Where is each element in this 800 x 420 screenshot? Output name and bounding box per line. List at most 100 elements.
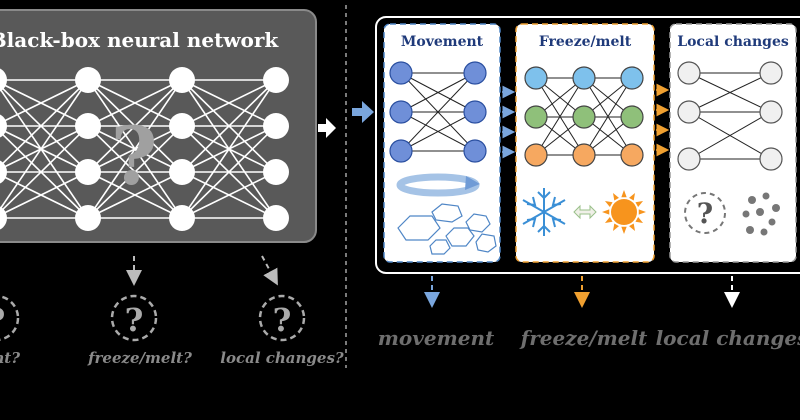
sun-icon [602,190,646,234]
blackbox-edge [0,125,89,214]
module-edge [688,111,772,160]
blackbox-edge [0,171,89,216]
local-question-circle [684,192,726,234]
left-to-right-arrow [318,118,336,138]
module-neuron [759,147,783,171]
blackbox-neuron [75,159,101,185]
module-movement-title: Movement [401,34,484,50]
final-label-movement: movement [378,326,495,350]
double-arrow-icon [573,204,597,220]
module-freeze-title: Freeze/melt [539,34,632,50]
blackbox-neuron [0,160,7,184]
output-circle-movement [0,295,20,341]
blackbox-outputs: ? movement? ? freeze/melt? ? local chang… [0,255,344,367]
module-neuron [759,61,783,85]
blackbox-title: Black-box neural network [0,28,279,52]
blackbox-edge [181,125,277,219]
blackbox-neuron [169,67,195,93]
modular-frame [375,16,800,274]
blackbox-question-mark: ? [111,109,158,203]
blackbox-edge [0,79,89,168]
final-label-freeze: freeze/melt [519,326,648,350]
module-freeze: Freeze/melt [515,23,655,263]
module-neuron [463,139,487,163]
blackbox-edge [87,79,183,219]
module-local-title: Local changes [677,34,789,50]
blackbox-neuron [75,205,101,231]
module-neuron [389,139,413,163]
module-neuron [677,100,701,124]
blackbox-connections [0,79,277,219]
module-local-connections [688,72,772,160]
module-neuron [677,61,701,85]
blackbox-neuron [0,206,7,230]
module-movement-connections [400,72,476,152]
local-question-mark: ? [697,197,713,230]
output-mark-local: ? [273,301,292,339]
rotation-arrow-icon [396,173,480,197]
module-edge [583,77,633,156]
blackbox-edge [181,171,277,219]
scattered-dots-icon [742,192,780,236]
module-edge [400,111,476,152]
input-arrow [352,101,374,123]
blackbox-edge [181,79,277,173]
module-neuron [524,66,548,90]
blackbox-neuron [263,159,289,185]
module-neuron [620,143,644,167]
output-label-freeze: freeze/melt? [87,349,192,367]
blackbox-panel: Black-box neural network ? [0,9,317,243]
output-mark-movement: ? [0,301,5,339]
module-edge [400,72,476,113]
module-neuron [620,105,644,129]
module-neuron [524,105,548,129]
module-movement: Movement [383,23,501,263]
module-edge [688,72,772,113]
output-arrow-local [261,255,278,286]
inter-module-arrows [502,83,670,159]
blackbox-edge [181,79,277,219]
blackbox-neuron [169,113,195,139]
output-circle-local [258,294,306,342]
module-neuron [572,143,596,167]
sun-ray [613,223,619,232]
module-local-neurons [677,61,783,171]
sun-ray [629,192,635,201]
module-movement-neurons [389,61,487,163]
blackbox-edge [87,79,183,127]
module-edge [535,77,585,156]
final-label-local: local changes [656,326,800,350]
module-neuron [677,147,701,171]
blackbox-edge [0,79,89,211]
blackbox-edge [181,79,277,127]
module-edge [400,72,476,152]
snowflake-icon [522,188,566,236]
blackbox-neuron [169,205,195,231]
blackbox-neuron [263,205,289,231]
blackbox-neuron [0,68,7,92]
module-neuron [620,66,644,90]
output-label-movement: movement? [0,349,20,367]
sun-ray [604,217,613,223]
sun-ray [635,217,644,223]
module-neuron [463,100,487,124]
blackbox-edge [87,79,183,173]
module-local: Local changes ? [669,23,797,263]
blackbox-neurons [0,67,289,231]
module-local-box [669,23,797,263]
blackbox-neuron [263,67,289,93]
module-neuron [463,61,487,85]
blackbox-edge [0,79,89,124]
sun-ray [602,209,610,215]
sun-ray [604,201,613,207]
module-neuron [572,66,596,90]
blackbox-neuron [75,113,101,139]
sun-ray [629,223,635,232]
sun-ray [635,201,644,207]
module-neuron [389,61,413,85]
module-neuron [524,143,548,167]
blackbox-neuron [0,114,7,138]
blackbox-edge [87,171,183,219]
output-mark-freeze: ? [125,301,144,339]
module-neuron [759,100,783,124]
